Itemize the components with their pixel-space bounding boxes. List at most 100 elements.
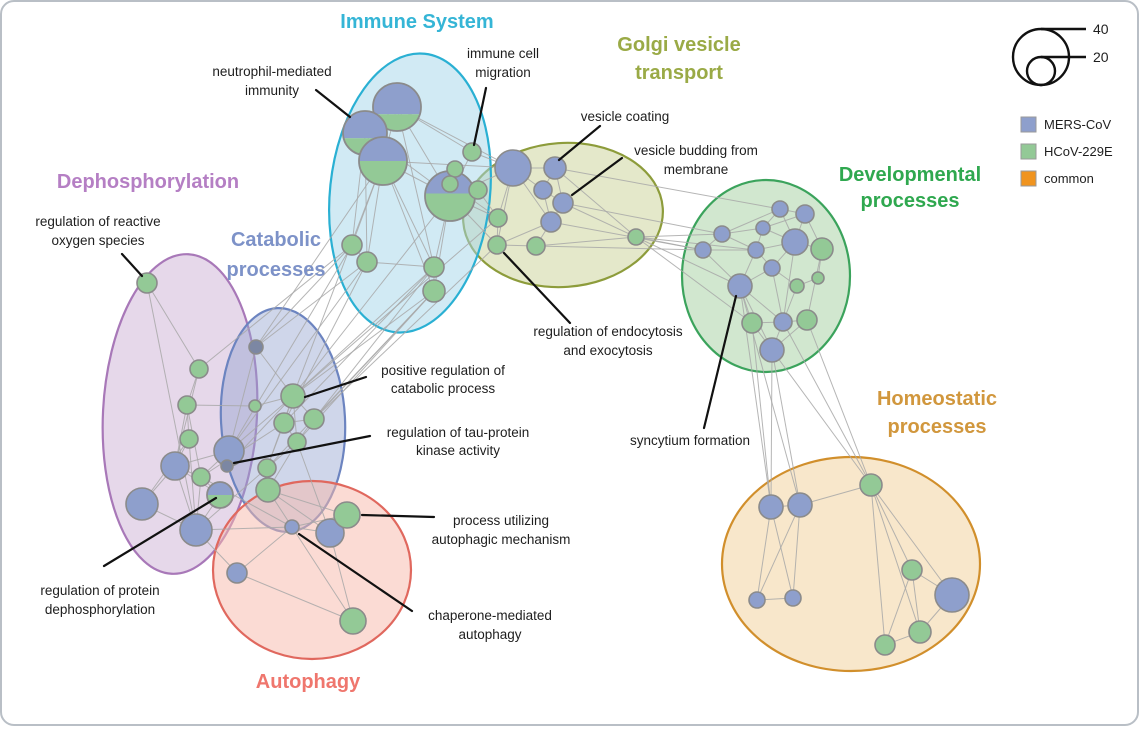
node-slice-hcov [425,193,475,221]
edge [291,526,354,622]
edge [267,489,348,516]
node-circle [356,251,378,273]
node-d10 [789,278,805,294]
node-circle [248,339,264,355]
edge [806,319,872,486]
node-d15 [796,309,818,331]
edge [535,245,704,251]
edge [292,195,451,397]
annotation-line-regulation-of-protein-dephosphorylation [102,496,218,568]
annotation-line-regulation-of-tau-protein-kinase-activity [232,434,372,465]
legend-label-common: common [1044,171,1094,186]
node-circle [758,494,784,520]
node-circle [191,467,211,487]
node-g8 [488,208,508,228]
node-circle [341,234,363,256]
node-g11 [627,228,645,246]
node-h1 [758,494,784,520]
annotation-label-syncytium-formation: syncytium formation [630,433,750,448]
node-c11 [226,562,248,584]
annotation-line-chaperone-mediated-autophagy [297,532,414,613]
node-h9 [874,634,896,656]
edge [562,202,723,235]
node-circle [303,408,325,430]
node-i3 [358,136,408,186]
legend-swatch-MERS-CoV [1020,116,1037,133]
node-d7 [781,228,809,256]
node-p6 [160,451,190,481]
node-circle [526,236,546,256]
node-c9 [220,459,234,473]
edge [756,504,801,601]
node-circle [226,562,248,584]
node-d6 [747,241,765,259]
node-circle [423,256,445,278]
edge [313,266,435,420]
edge [236,572,354,622]
node-circle [487,235,507,255]
node-i6 [446,160,464,178]
node-circle [713,225,731,243]
node-i10 [423,256,445,278]
node-i5 [462,142,482,162]
node-circle [136,272,158,294]
edge [792,504,801,599]
node-p5 [179,429,199,449]
node-h4 [748,591,766,609]
edge [884,569,913,646]
nodes-layer [125,82,970,656]
annotation-line-vesicle-coating [557,124,602,162]
node-d14 [773,312,793,332]
node-circle [908,620,932,644]
node-d3 [713,225,731,243]
node-c1 [248,339,264,355]
node-circle [789,278,805,294]
node-d1 [771,200,789,218]
node-circle [811,271,825,285]
node-slice-mers [359,137,407,161]
node-circle [747,241,765,259]
node-circle [755,220,771,236]
node-circle [796,309,818,331]
node-circle [179,513,213,547]
node-p4 [248,399,262,413]
node-i8 [341,234,363,256]
node-circle [257,458,277,478]
node-slice-mers [207,482,233,495]
annotation-line-vesicle-budding-from-membrane [570,156,624,197]
edge [770,349,773,508]
annotation-line-immune-cell-migration [472,86,488,147]
node-outline [372,82,422,132]
node-g2 [543,156,567,180]
node-circle [874,634,896,656]
node-g4 [552,192,574,214]
edge [771,349,872,486]
edge [870,484,886,646]
node-g10 [526,236,546,256]
node-circle [787,492,813,518]
node-circle [934,577,970,613]
size-legend-value-40: 40 [1093,21,1109,37]
node-circle [810,237,834,261]
node-circle [284,519,300,535]
node-circle [627,228,645,246]
node-slice-mers [343,110,388,139]
edge [292,290,435,397]
node-i7 [468,180,488,200]
node-circle [422,279,446,303]
edge [870,484,913,571]
legend-swatch-common [1020,170,1037,187]
annotation-line-regulation-of-reactive-oxygen-species [120,252,144,278]
annotation-lines-layer [102,86,738,613]
node-circle [125,487,159,521]
node-circle [280,383,306,409]
annotation-line-neutrophil-mediated-immunity [314,88,352,119]
node-h7 [934,577,970,613]
edge [756,506,772,601]
